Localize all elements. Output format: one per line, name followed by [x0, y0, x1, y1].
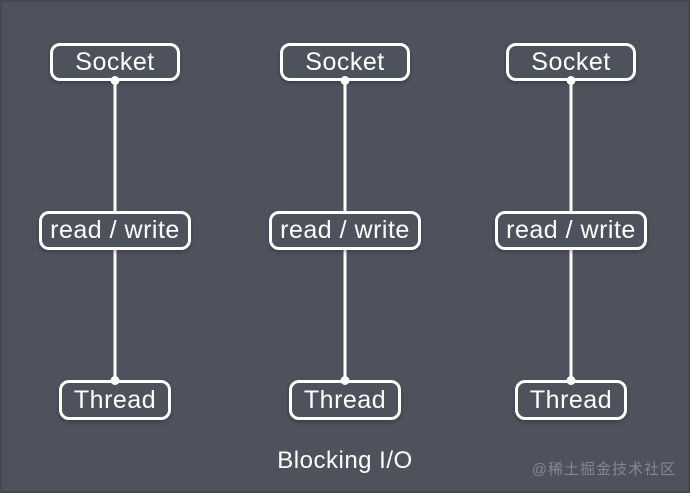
connector-dot-bottom — [340, 376, 350, 385]
thread-node: Thread — [59, 380, 171, 420]
thread-node: Thread — [289, 380, 401, 420]
connector-dot-bottom — [110, 376, 120, 385]
watermark: @稀土掘金技术社区 — [531, 461, 676, 478]
read-write-node: read / write — [269, 211, 421, 250]
connector-dot-top — [340, 76, 350, 85]
diagram-column-2: Socket read / write Thread — [230, 0, 460, 493]
diagram-column-3: Socket read / write Thread — [456, 0, 686, 493]
connector-dot-top — [110, 76, 120, 85]
connector-dot-top — [566, 76, 576, 85]
diagram-column-1: Socket read / write Thread — [0, 0, 230, 493]
socket-node: Socket — [506, 43, 636, 81]
thread-node: Thread — [515, 380, 627, 420]
read-write-node: read / write — [495, 211, 647, 250]
read-write-node: read / write — [39, 211, 191, 250]
socket-node: Socket — [280, 43, 410, 81]
diagram-title: Blocking I/O — [277, 447, 413, 474]
connector-dot-bottom — [566, 376, 576, 385]
